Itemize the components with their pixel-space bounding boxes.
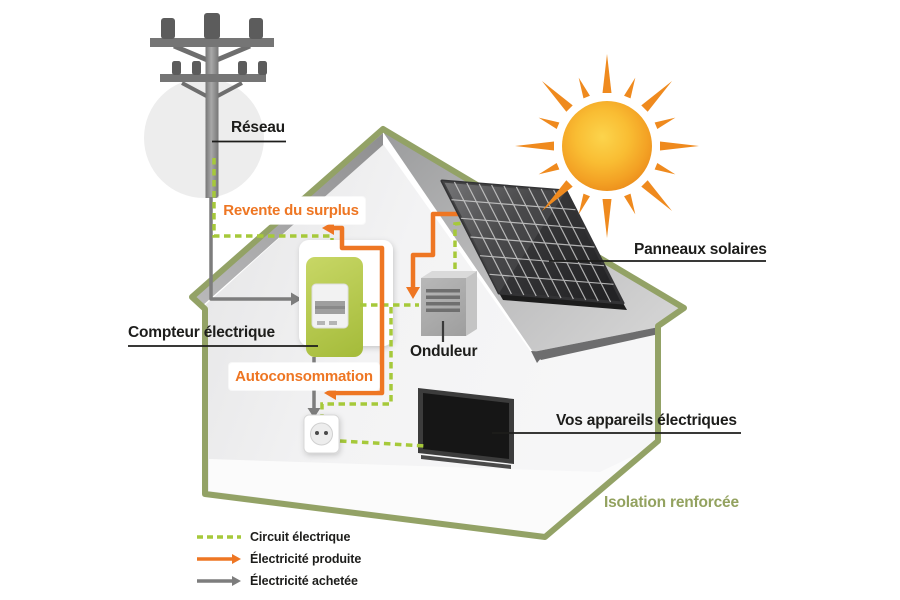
arrowhead-gray-into-meter [291, 292, 302, 306]
label-compteur-electrique: Compteur électrique [128, 324, 275, 341]
label-isolation-renforcee: Isolation renforcée [604, 494, 739, 511]
roof-eave [533, 327, 659, 360]
circuit-inverter-to-panel-dashed [453, 219, 484, 280]
pole-post [205, 18, 219, 198]
arrowhead-orange-surplus [322, 221, 334, 235]
legend-item-circuit: Circuit électrique [196, 526, 361, 548]
pole-insulators [161, 13, 267, 75]
legend-label-produite: Électricité produite [250, 552, 362, 566]
meter-screen-line [315, 306, 345, 309]
power-outlet [303, 414, 340, 454]
legend-item-produite: Électricité produite [196, 548, 361, 570]
legend-label-achetee: Électricité achetée [250, 574, 358, 588]
meter-button-right [329, 321, 337, 325]
house-floor [209, 445, 656, 534]
solar-panel [440, 179, 627, 310]
inverter [421, 271, 477, 342]
label-vos-appareils: Vos appareils électriques [556, 412, 737, 429]
dashed-green-line-icon [197, 535, 241, 539]
legend: Circuit électrique Électricité produite … [196, 526, 361, 592]
legend-label-circuit: Circuit électrique [250, 530, 351, 544]
gray-arrow-icon [197, 576, 241, 586]
panel-sheen [442, 181, 566, 293]
roof-eave-tip [531, 351, 546, 363]
orange-arrow-icon [197, 554, 241, 564]
house-outline-reinforced-insulation [189, 126, 687, 540]
outlet-hole-left [315, 431, 319, 435]
flow-panel-to-inverter [406, 211, 497, 299]
sun [515, 54, 699, 238]
panel-grid-lines [451, 181, 614, 303]
label-revente-du-surplus: Revente du surplus [217, 197, 365, 224]
label-connectors [128, 140, 766, 434]
tv-base [421, 455, 511, 469]
arrowhead-orange-down [406, 287, 420, 299]
circuit-grid-to-meter-dashed [212, 158, 334, 257]
grid-backdrop-circle [144, 78, 264, 198]
inverter-vents [426, 289, 460, 312]
tv-screen [423, 393, 509, 459]
utility-pole [150, 13, 274, 198]
pole-crossarm-top [150, 38, 274, 47]
outlet-hole-right [324, 431, 328, 435]
arrowhead-gray-down [307, 408, 321, 418]
wire-grid-to-meter [209, 197, 302, 306]
label-panneaux-solaires: Panneaux solaires [634, 241, 767, 258]
inverter-top [421, 271, 477, 278]
legend-item-achetee: Électricité achetée [196, 570, 361, 592]
circuit-outlet-to-tv-dashed [339, 439, 427, 448]
inverter-side [466, 271, 477, 336]
sun-rays [515, 54, 699, 238]
pole-crossarm-bottom [160, 74, 266, 82]
label-onduleur: Onduleur [410, 343, 478, 360]
panel-thickness [499, 293, 627, 310]
sun-disc [562, 101, 652, 191]
label-reseau: Réseau [231, 119, 285, 136]
meter-button-left [317, 321, 325, 325]
tv-appliance [418, 388, 514, 469]
label-autoconsommation: Autoconsommation [229, 363, 379, 390]
electric-meter [299, 240, 393, 357]
circuit-branch-to-outlet-dashed [320, 307, 393, 417]
outlet-socket [310, 422, 333, 446]
